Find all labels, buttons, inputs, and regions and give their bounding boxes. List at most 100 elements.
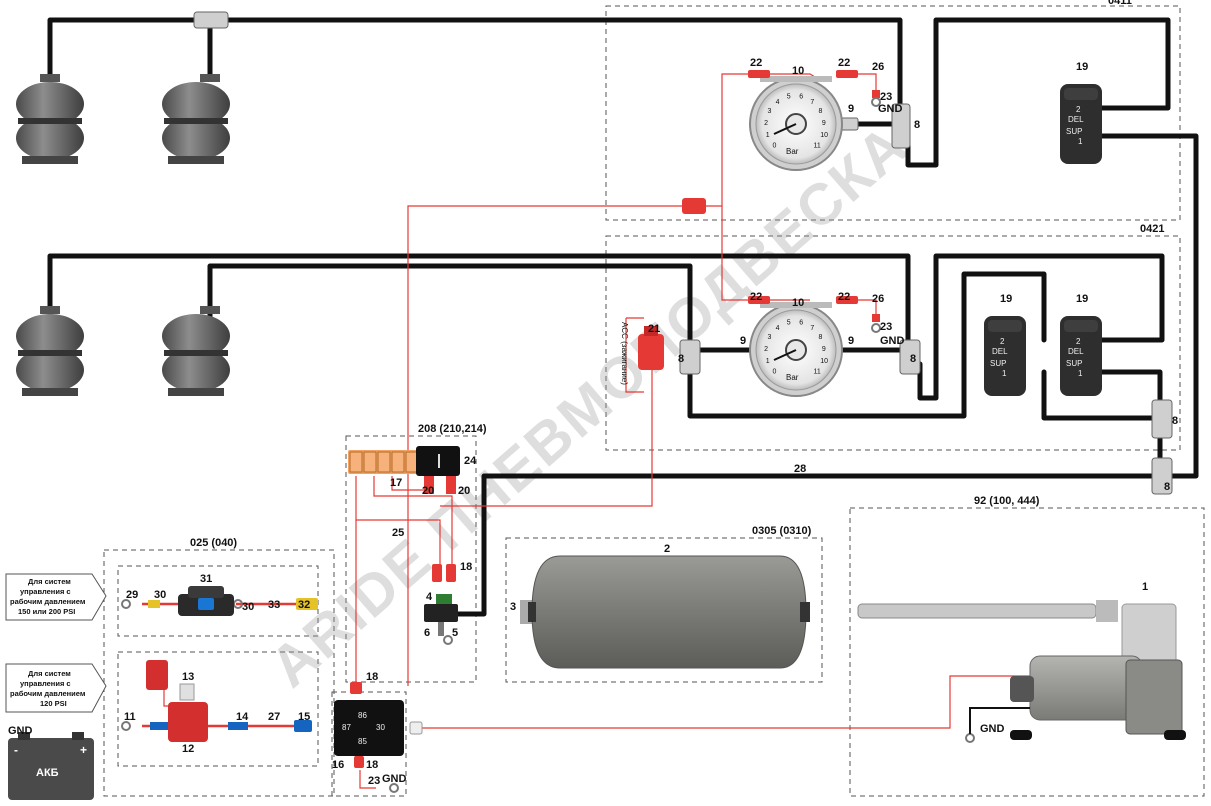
gauge-tick-label: 8 (819, 108, 823, 115)
relay-16: 86 87 30 85 (334, 700, 423, 756)
svg-text:18: 18 (460, 561, 472, 573)
svg-text:23: 23 (368, 775, 380, 787)
svg-text:2: 2 (664, 543, 670, 555)
svg-text:20: 20 (422, 485, 434, 497)
svg-text:8: 8 (914, 119, 920, 131)
gauge-tick-label: 3 (768, 334, 772, 341)
svg-text:18: 18 (366, 759, 378, 771)
svg-text:8: 8 (1164, 481, 1170, 493)
svg-text:22: 22 (750, 57, 762, 69)
svg-text:17: 17 (390, 477, 402, 489)
svg-text:8: 8 (678, 353, 684, 365)
gauge-tick-label: 9 (822, 346, 826, 353)
gauge-unit: Bar (786, 147, 799, 156)
svg-text:5: 5 (452, 627, 458, 639)
box-0305 (505, 537, 823, 683)
gauge-tick-label: 5 (787, 94, 791, 101)
svg-text:рабочим давлением: рабочим давлением (10, 597, 86, 606)
svg-text:23: 23 (880, 91, 892, 103)
label-208: 208 (210,214) (418, 423, 487, 435)
label-92: 92 (100, 444) (974, 495, 1040, 507)
svg-text:DEL: DEL (1068, 347, 1084, 356)
svg-text:30: 30 (242, 601, 254, 613)
svg-text:26: 26 (872, 61, 884, 73)
svg-text:120 PSI: 120 PSI (40, 699, 67, 708)
svg-text:11: 11 (124, 711, 136, 723)
svg-text:32: 32 (298, 599, 310, 611)
svg-text:8: 8 (910, 353, 916, 365)
svg-text:13: 13 (182, 671, 194, 683)
gauge-tick-label: 3 (768, 108, 772, 115)
svg-text:+: + (80, 743, 87, 757)
svg-text:30: 30 (154, 589, 166, 601)
box-relay (331, 691, 407, 797)
svg-text:Для систем: Для систем (28, 669, 71, 678)
svg-text:29: 29 (126, 589, 138, 601)
svg-text:1: 1 (1002, 369, 1007, 378)
svg-text:3: 3 (510, 601, 516, 613)
svg-text:GND: GND (880, 335, 905, 347)
connectors (350, 70, 880, 768)
compressor (857, 600, 1186, 740)
svg-text:20: 20 (458, 485, 470, 497)
relay-module-24 (416, 446, 460, 494)
svg-text:8: 8 (1172, 415, 1178, 427)
svg-text:рабочим давлением: рабочим давлением (10, 689, 86, 698)
gauge-tick-label: 6 (799, 94, 803, 101)
air-bag-top-left (16, 74, 84, 164)
gauge-tick-label: 10 (820, 132, 828, 139)
solenoid-valve-mid-left: 2 DEL SUP 1 (984, 316, 1026, 396)
pressure-switch (424, 594, 458, 636)
box-0411 (605, 5, 1181, 221)
svg-text:150 или 200 PSI: 150 или 200 PSI (18, 607, 75, 616)
air-bag-mid-right (162, 306, 230, 396)
svg-text:GND: GND (382, 773, 407, 785)
svg-text:26: 26 (872, 293, 884, 305)
note-low-pressure: Для систем управления с рабочим давление… (5, 663, 107, 713)
gauge-tick-label: 7 (810, 325, 814, 332)
svg-text:GND: GND (980, 723, 1005, 735)
acc-fuse-holder: ACC (зажигание) (620, 322, 664, 385)
svg-text:управления с: управления с (20, 679, 71, 688)
svg-text:GND: GND (878, 103, 903, 115)
gauge-unit: Bar (786, 373, 799, 382)
svg-text:2: 2 (1076, 105, 1081, 114)
svg-text:19: 19 (1076, 61, 1088, 73)
svg-text:22: 22 (838, 57, 850, 69)
heatshrink-29 (148, 600, 160, 608)
svg-text:10: 10 (792, 297, 804, 309)
svg-text:4: 4 (426, 591, 433, 603)
label-0305: 0305 (0310) (752, 525, 812, 537)
box-208 (345, 435, 477, 683)
svg-text:15: 15 (298, 711, 310, 723)
svg-text:27: 27 (268, 711, 280, 723)
svg-text:87: 87 (342, 723, 351, 732)
svg-text:22: 22 (838, 291, 850, 303)
svg-text:DEL: DEL (992, 347, 1008, 356)
battery: - + АКБ GND (8, 725, 94, 800)
svg-text:28: 28 (794, 463, 806, 475)
air-bag-mid-left (16, 306, 84, 396)
label-0421: 0421 (1140, 223, 1164, 235)
svg-text:GND: GND (8, 725, 33, 737)
svg-text:SUP: SUP (1066, 127, 1082, 136)
svg-text:25: 25 (392, 527, 404, 539)
solenoid-valve-top: 2 DEL SUP 1 (1060, 84, 1102, 164)
svg-text:DEL: DEL (1068, 115, 1084, 124)
gauge-tick-label: 1 (766, 132, 770, 139)
svg-text:31: 31 (200, 573, 212, 585)
svg-text:23: 23 (880, 321, 892, 333)
svg-text:33: 33 (268, 599, 280, 611)
gauge-tick-label: 11 (814, 143, 821, 150)
svg-text:1: 1 (1078, 369, 1083, 378)
svg-text:19: 19 (1000, 293, 1012, 305)
svg-text:управления с: управления с (20, 587, 71, 596)
svg-text:АКБ: АКБ (36, 767, 59, 779)
svg-text:1: 1 (1142, 581, 1148, 593)
svg-text:2: 2 (1000, 337, 1005, 346)
label-025: 025 (040) (190, 537, 237, 549)
solenoid-valve-mid-right: 2 DEL SUP 1 (1060, 316, 1102, 396)
heatshrink-32 (296, 598, 318, 610)
